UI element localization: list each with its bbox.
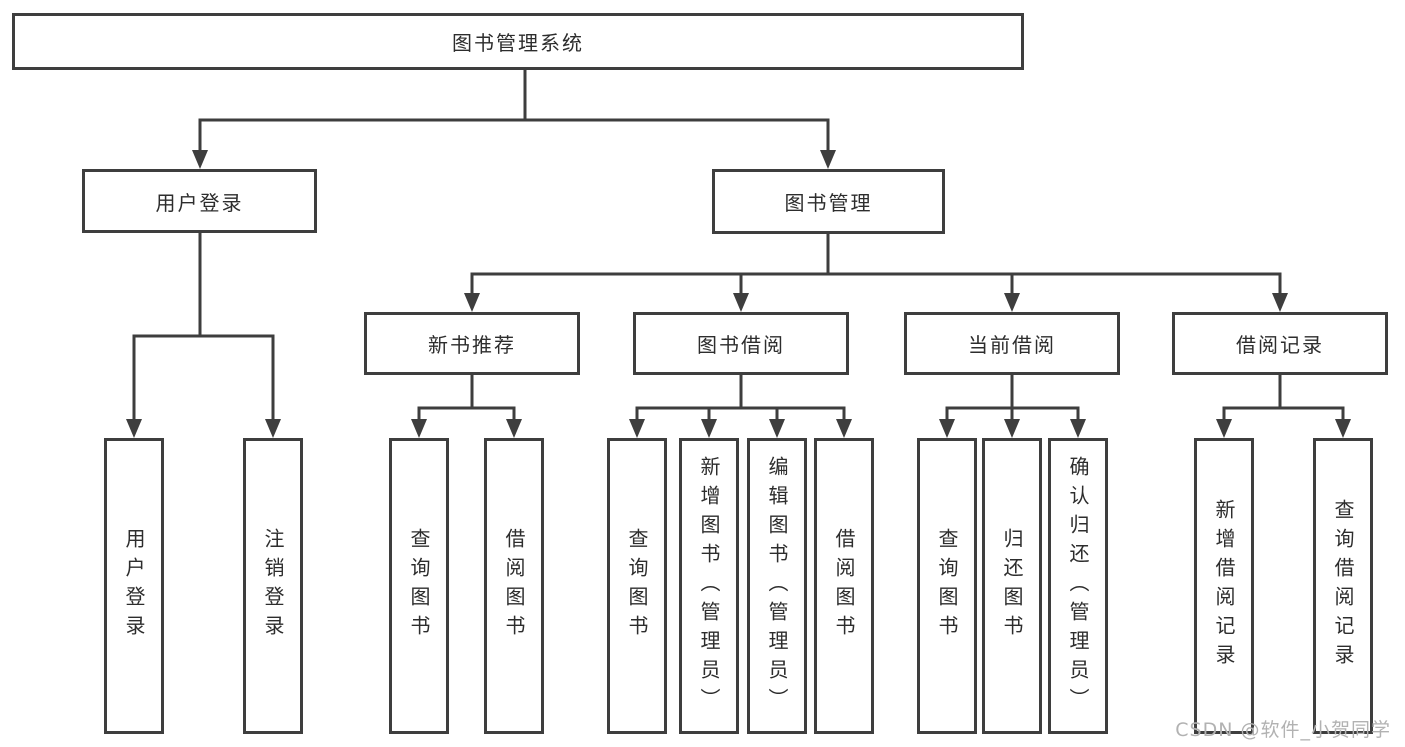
leaf-confirm-return-admin: 确认归还（管理员）: [1048, 438, 1108, 734]
leaf-edit-book-admin-label: 编辑图书（管理员）: [765, 455, 789, 717]
arrowhead-icon: [1004, 419, 1020, 438]
node-book-management: 图书管理: [712, 169, 945, 234]
leaf-add-borrow-record-label: 新增借阅记录: [1212, 499, 1236, 673]
leaf-add-book-admin-label: 新增图书（管理员）: [697, 455, 721, 717]
arrowhead-icon: [411, 419, 427, 438]
node-borrow-records-label: 借阅记录: [1236, 333, 1324, 357]
node-new-book-recommend-label: 新书推荐: [428, 333, 516, 357]
leaf-query-book-current: 查询图书: [917, 438, 977, 734]
arrowhead-icon: [192, 150, 208, 169]
leaf-query-book-current-label: 查询图书: [935, 528, 959, 644]
leaf-query-book-borrowing: 查询图书: [607, 438, 667, 734]
leaf-query-book-recommend-label: 查询图书: [407, 528, 431, 644]
arrowhead-icon: [1272, 293, 1288, 312]
leaf-query-borrow-record-label: 查询借阅记录: [1331, 499, 1355, 673]
arrowhead-icon: [629, 419, 645, 438]
arrowhead-icon: [506, 419, 522, 438]
arrowhead-icon: [836, 419, 852, 438]
leaf-query-book-recommend: 查询图书: [389, 438, 449, 734]
leaf-borrow-book-recommend: 借阅图书: [484, 438, 544, 734]
arrowhead-icon: [1216, 419, 1232, 438]
node-book-borrowing-label: 图书借阅: [697, 333, 785, 357]
leaf-user-login-label: 用户登录: [122, 528, 146, 644]
leaf-logout-label: 注销登录: [261, 528, 285, 644]
node-new-book-recommend: 新书推荐: [364, 312, 580, 375]
node-library-system-root: 图书管理系统: [12, 13, 1024, 70]
node-user-login-label: 用户登录: [155, 190, 244, 215]
arrowhead-icon: [126, 419, 142, 438]
node-book-management-label: 图书管理: [784, 191, 873, 215]
node-library-system-root-label: 图书管理系统: [452, 31, 584, 55]
leaf-query-borrow-record: 查询借阅记录: [1313, 438, 1373, 734]
node-book-borrowing: 图书借阅: [633, 312, 849, 375]
leaf-edit-book-admin: 编辑图书（管理员）: [747, 438, 807, 734]
leaf-return-book: 归还图书: [982, 438, 1042, 734]
csdn-watermark: CSDN @软件_小贺同学: [1175, 719, 1391, 741]
leaf-add-borrow-record: 新增借阅记录: [1194, 438, 1254, 734]
node-current-borrowing-label: 当前借阅: [968, 333, 1056, 357]
leaf-query-book-borrowing-label: 查询图书: [625, 528, 649, 644]
arrowhead-icon: [820, 150, 836, 169]
leaf-borrow-book-label: 借阅图书: [832, 528, 856, 644]
arrowhead-icon: [265, 419, 281, 438]
leaf-user-login: 用户登录: [104, 438, 164, 734]
arrowhead-icon: [733, 293, 749, 312]
arrowhead-icon: [701, 419, 717, 438]
arrowhead-icon: [939, 419, 955, 438]
arrowhead-icon: [464, 293, 480, 312]
leaf-confirm-return-admin-label: 确认归还（管理员）: [1066, 455, 1090, 717]
node-user-login: 用户登录: [82, 169, 317, 233]
leaf-borrow-book-recommend-label: 借阅图书: [502, 528, 526, 644]
node-current-borrowing: 当前借阅: [904, 312, 1120, 375]
leaf-return-book-label: 归还图书: [1000, 528, 1024, 644]
arrowhead-icon: [1335, 419, 1351, 438]
leaf-borrow-book: 借阅图书: [814, 438, 874, 734]
leaf-add-book-admin: 新增图书（管理员）: [679, 438, 739, 734]
arrowhead-icon: [1004, 293, 1020, 312]
arrowhead-icon: [769, 419, 785, 438]
arrowhead-icon: [1070, 419, 1086, 438]
node-borrow-records: 借阅记录: [1172, 312, 1388, 375]
leaf-logout: 注销登录: [243, 438, 303, 734]
